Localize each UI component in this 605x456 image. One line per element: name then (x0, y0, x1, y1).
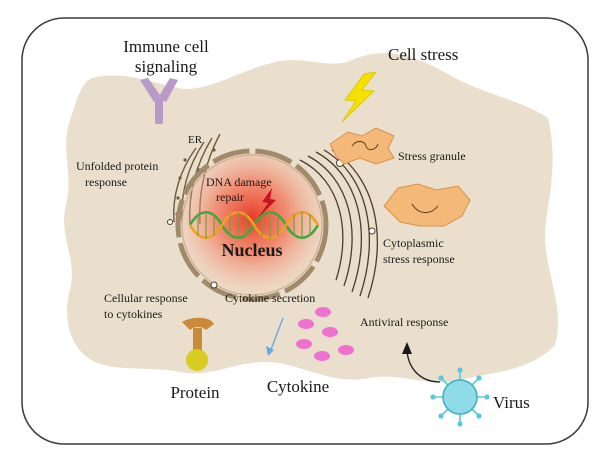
secretion-arrowhead-icon (266, 346, 274, 356)
nuclear-envelope-inner (181, 154, 323, 296)
cytoplasmic-granule-shape (383, 183, 471, 227)
label-antiviral-response: Antiviral response (360, 315, 448, 329)
secretion-arrow (269, 317, 284, 353)
stress-granule-curl (351, 141, 379, 151)
dna-rungs (197, 211, 311, 239)
label-cytokine-secretion: Cytokine secretion (225, 291, 315, 305)
protein-icon (182, 317, 214, 371)
virus-spikes (430, 367, 490, 427)
label-virus: Virus (493, 393, 530, 412)
dna-helix (188, 210, 320, 240)
virus-entry-arrow (406, 349, 441, 383)
virus-entry-arrowhead-icon (402, 342, 412, 354)
lightning-icon (341, 71, 377, 123)
label-nucleus: Nucleus (221, 240, 282, 260)
label-immune-cell: Immune cell (123, 37, 209, 56)
label-to-cytokines: to cytokines (104, 307, 163, 321)
label-unfolded-protein: Unfolded protein (76, 159, 158, 173)
stress-granule-shape (329, 127, 395, 165)
receptor-icon (140, 78, 178, 124)
nuclear-envelope (175, 148, 329, 302)
cytokine-icons (296, 307, 354, 361)
label-response: response (85, 175, 127, 189)
label-stress-response: stress response (383, 252, 455, 266)
virus-icon (433, 370, 487, 424)
dna-damage-bolt-icon (258, 188, 276, 218)
label-cell-stress: Cell stress (388, 45, 458, 64)
label-er: ER (188, 134, 203, 146)
label-cytoplasmic: Cytoplasmic (383, 236, 444, 250)
label-cytokine: Cytokine (267, 377, 329, 396)
label-repair: repair (216, 190, 244, 204)
label-signaling: signaling (135, 57, 198, 76)
label-dna-damage: DNA damage (206, 175, 272, 189)
cytoplasmic-granule-curl (411, 203, 439, 213)
nucleus-glow (180, 153, 324, 297)
label-cellular-response: Cellular response (104, 291, 188, 305)
label-stress-granule: Stress granule (398, 149, 466, 163)
label-protein: Protein (170, 383, 220, 402)
